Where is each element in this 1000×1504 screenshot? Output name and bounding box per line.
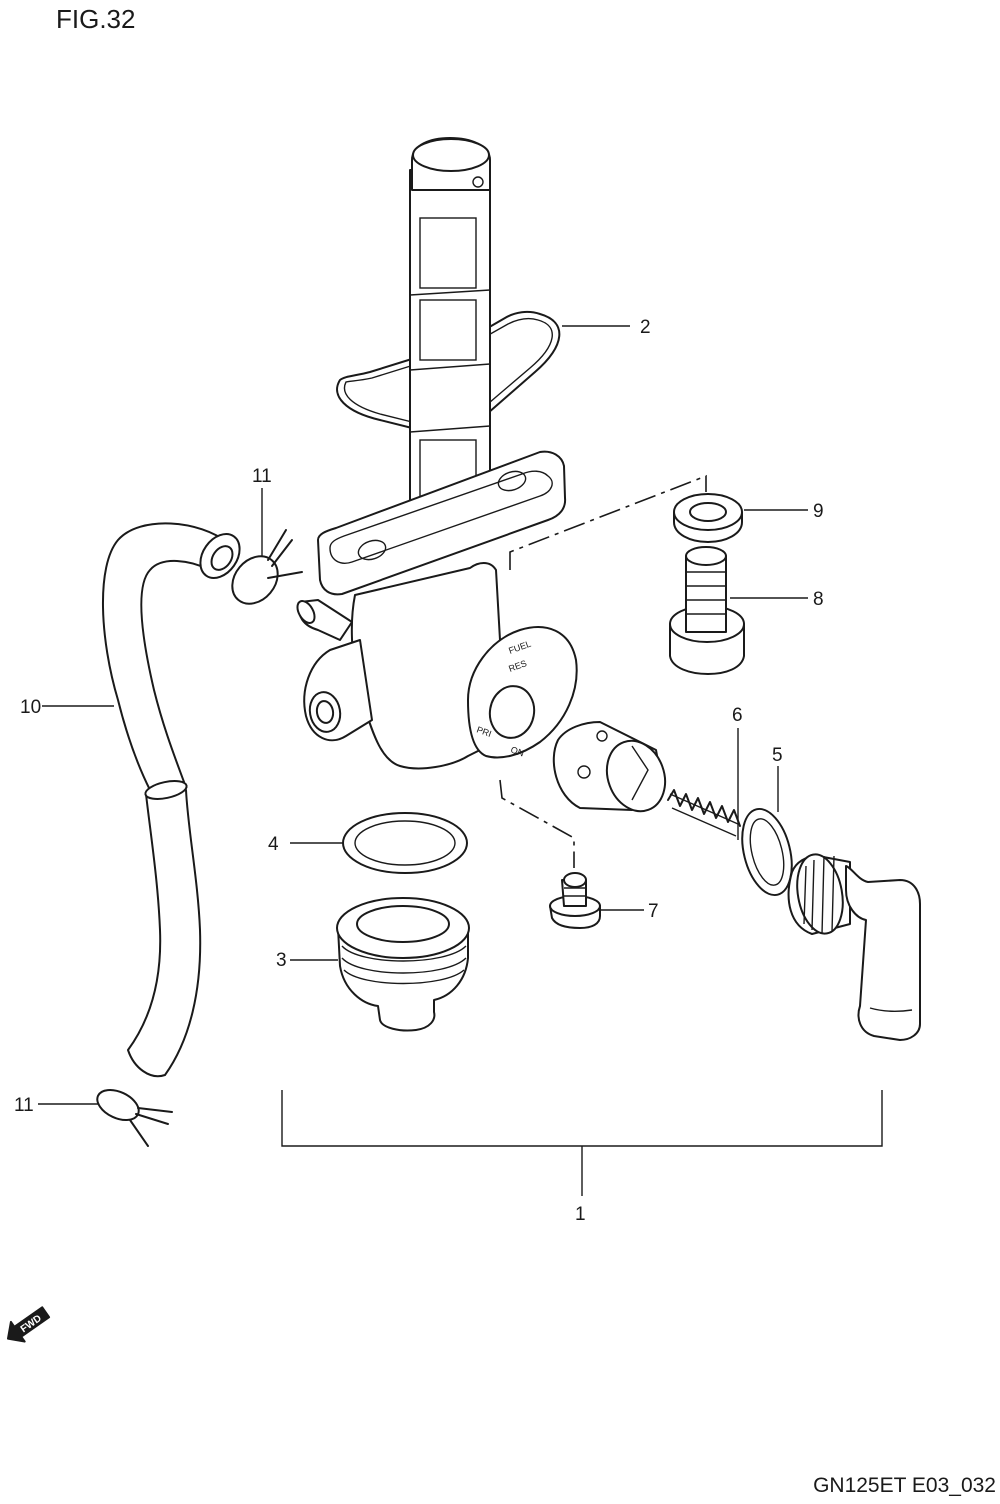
lever-mark-pri: PRI: [475, 724, 493, 739]
tank-gasket-part-2: [336, 310, 561, 433]
callout-3: 3: [276, 950, 287, 971]
assembly-line-8-9: [509, 474, 707, 570]
hose-clamp-bottom-part-11: [96, 1088, 173, 1147]
screw-part-7: [549, 872, 601, 929]
callout-7: 7: [648, 901, 659, 922]
bolt-part-8: [669, 546, 745, 675]
cup-plug-part-3: [336, 897, 470, 1032]
bracket-part-1: [281, 1090, 883, 1196]
callout-8: 8: [813, 589, 824, 610]
callout-4: 4: [268, 834, 279, 855]
callout-6: 6: [732, 705, 743, 726]
forward-arrow-icon: FWD: [6, 1306, 51, 1343]
o-ring-part-4: [342, 812, 468, 874]
fuel-strainer: [409, 137, 491, 511]
o-ring-part-5: [741, 807, 793, 897]
fuel-cock-body-part-1: FUEL RES ON PRI: [296, 450, 578, 770]
figure-title: FIG.32: [56, 4, 136, 34]
assembly-line-7: [499, 779, 575, 868]
callout-9: 9: [813, 501, 824, 522]
callout-1: 1: [575, 1204, 586, 1225]
spring-part-6: [667, 789, 741, 837]
fuel-hose-part-10: [102, 522, 241, 1078]
callout-10: 10: [20, 697, 41, 718]
fuel-lever-knob: [787, 853, 921, 1041]
figure-code: GN125ET E03_032: [813, 1474, 996, 1497]
leader-lines: [38, 325, 808, 1105]
lever-mark-on: ON: [509, 744, 525, 758]
hose-clamp-top-part-11: [231, 529, 303, 605]
washer-part-9: [673, 493, 743, 543]
callout-11-bottom: 11: [14, 1095, 34, 1116]
callout-5: 5: [772, 745, 783, 766]
callout-11-top: 11: [252, 466, 272, 487]
valve-rotor: [552, 721, 667, 813]
callout-2: 2: [640, 317, 651, 338]
